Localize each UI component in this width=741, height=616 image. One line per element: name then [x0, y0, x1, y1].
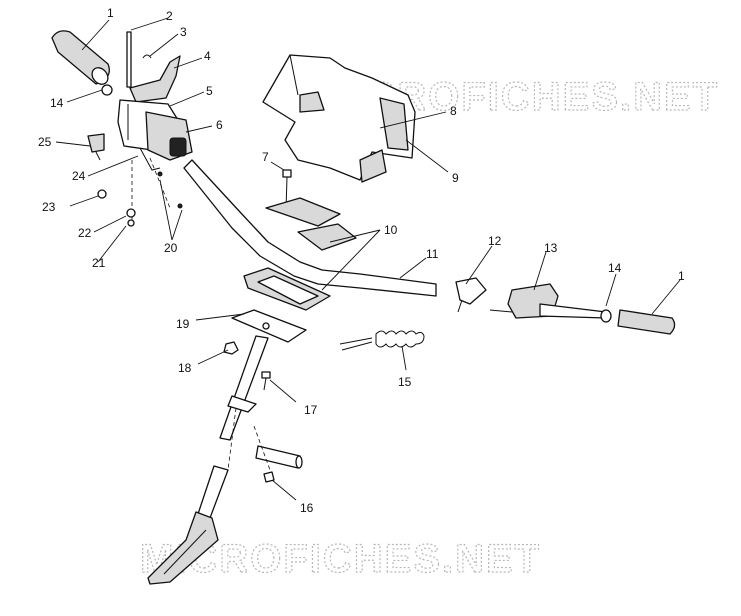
- upper-clamps: [265, 197, 357, 251]
- callout-17: 17: [304, 403, 318, 417]
- callout-7: 7: [262, 150, 269, 164]
- retaining-clip: [142, 54, 152, 59]
- callout-22: 22: [78, 226, 92, 240]
- callout-2: 2: [166, 9, 173, 23]
- right-grip: [617, 309, 676, 335]
- callout-4: 4: [204, 49, 211, 63]
- callout-16: 16: [300, 501, 314, 515]
- lower-clamp: [243, 267, 331, 311]
- heater-coil: [339, 330, 425, 351]
- callout-14-left: 14: [50, 96, 64, 110]
- brake-bracket: [455, 277, 487, 313]
- callout-3: 3: [180, 25, 187, 39]
- callout-18: 18: [178, 361, 192, 375]
- screw-17: [227, 371, 271, 413]
- steering-post: [147, 335, 269, 585]
- hardware-stack: [97, 157, 183, 227]
- callout-25: 25: [38, 135, 52, 149]
- callout-20: 20: [164, 241, 178, 255]
- callout-1-right: 1: [678, 269, 685, 283]
- hood-cover: [262, 54, 416, 183]
- pivot-pin: [126, 31, 132, 88]
- callout-9: 9: [452, 171, 459, 185]
- riser-plate: [231, 309, 307, 343]
- callout-1-left: 1: [107, 6, 114, 20]
- callout-14-right: 14: [608, 261, 622, 275]
- callout-15: 15: [398, 375, 412, 389]
- leader-lines: [55, 17, 681, 501]
- switch-25: [87, 133, 105, 161]
- callout-labels: 1 2 3 4 14 5 6 25 24 23 22 21 20 7 8 9 1…: [38, 6, 685, 515]
- right-end-cap: [600, 309, 612, 323]
- callout-21: 21: [92, 256, 106, 270]
- brake-housing: [489, 283, 607, 319]
- callout-6: 6: [216, 118, 223, 132]
- left-grip: [51, 30, 110, 85]
- nut-18: [223, 341, 239, 355]
- callout-13: 13: [544, 241, 558, 255]
- callout-12: 12: [488, 234, 502, 248]
- throttle-lever: [129, 55, 181, 103]
- callout-19: 19: [176, 317, 190, 331]
- throttle-housing: [117, 99, 193, 171]
- callout-24: 24: [72, 169, 86, 183]
- callout-23: 23: [42, 200, 56, 214]
- handlebar: [183, 159, 437, 297]
- left-end-cap: [101, 84, 113, 96]
- callout-11: 11: [426, 247, 439, 261]
- callout-10: 10: [384, 223, 398, 237]
- tube-16: [253, 425, 303, 483]
- callout-5: 5: [206, 84, 213, 98]
- callout-8: 8: [450, 104, 457, 118]
